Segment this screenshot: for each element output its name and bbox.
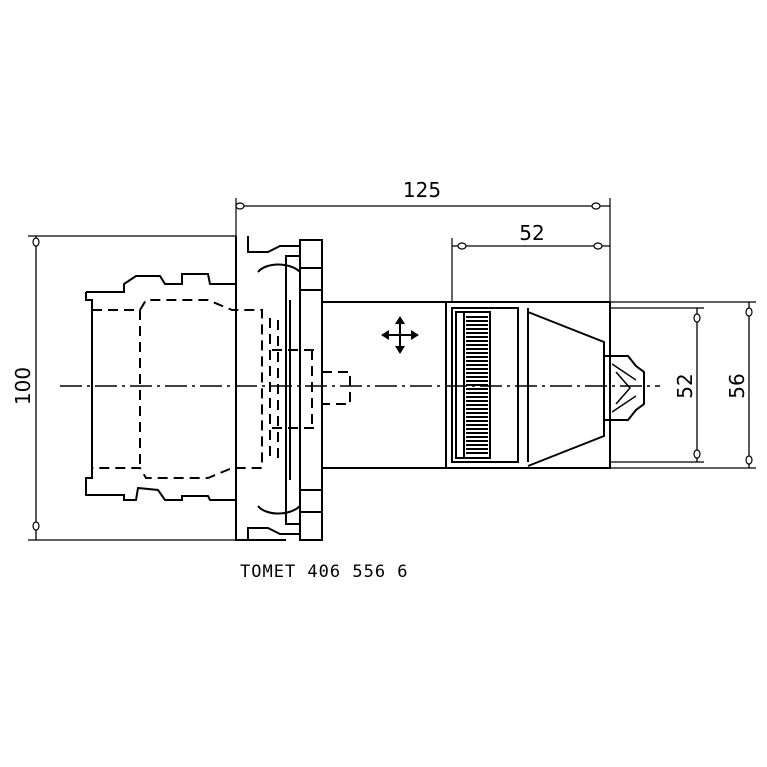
knurl-line [466,356,488,358]
knurl-line [466,424,488,426]
knurl-line [466,436,488,438]
knurl-line [466,404,488,406]
knurl-line [466,412,488,414]
knurl-line [466,328,488,330]
knurl-line [466,372,488,374]
part-number: TOMET 406 556 6 [240,562,409,582]
body-height-label: 100 [11,367,35,405]
rear-housing [85,273,351,501]
mounting-collar [235,236,323,541]
knurl-line [466,388,488,390]
dimension-head-inner-height: 52 [610,307,704,463]
knurl-line [466,432,488,434]
knurl-line [466,316,488,318]
operator-head [445,301,645,469]
dimension-head-length: 52 [451,221,610,302]
head-length-label: 52 [519,221,544,245]
knurl-line [466,448,488,450]
knurl-line [466,428,488,430]
dimension-body-height: 100 [11,235,236,541]
knurl-line [466,384,488,386]
knurl-outline [463,311,491,459]
knurl-line [466,452,488,454]
knurl-line [466,320,488,322]
dimension-overall-length: 125 [235,178,611,302]
knurl-line [466,376,488,378]
knurl-line [466,352,488,354]
knurl-line [466,344,488,346]
knurl-line [466,444,488,446]
knurl-line [466,368,488,370]
knurl-line [466,440,488,442]
head-inner-height-label: 52 [673,373,697,398]
knurl-line [466,420,488,422]
knurl-line [466,416,488,418]
knurl-line [466,348,488,350]
knurl-line [466,336,488,338]
knurl-line [466,400,488,402]
overall-length-label: 125 [403,178,441,202]
knurled-ring [463,311,491,459]
shaft [322,301,446,469]
knurl-line [466,380,488,382]
knurl-line [466,364,488,366]
knurl-line [466,332,488,334]
knurl-line [466,324,488,326]
knurl-line [466,392,488,394]
dimension-head-outer-height: 56 [610,301,756,469]
knurl-line [466,360,488,362]
knurl-line [466,408,488,410]
four-way-arrow-icon [381,316,419,354]
knurl-line [466,340,488,342]
head-outer-height-label: 56 [725,373,749,398]
knurl-line [466,396,488,398]
